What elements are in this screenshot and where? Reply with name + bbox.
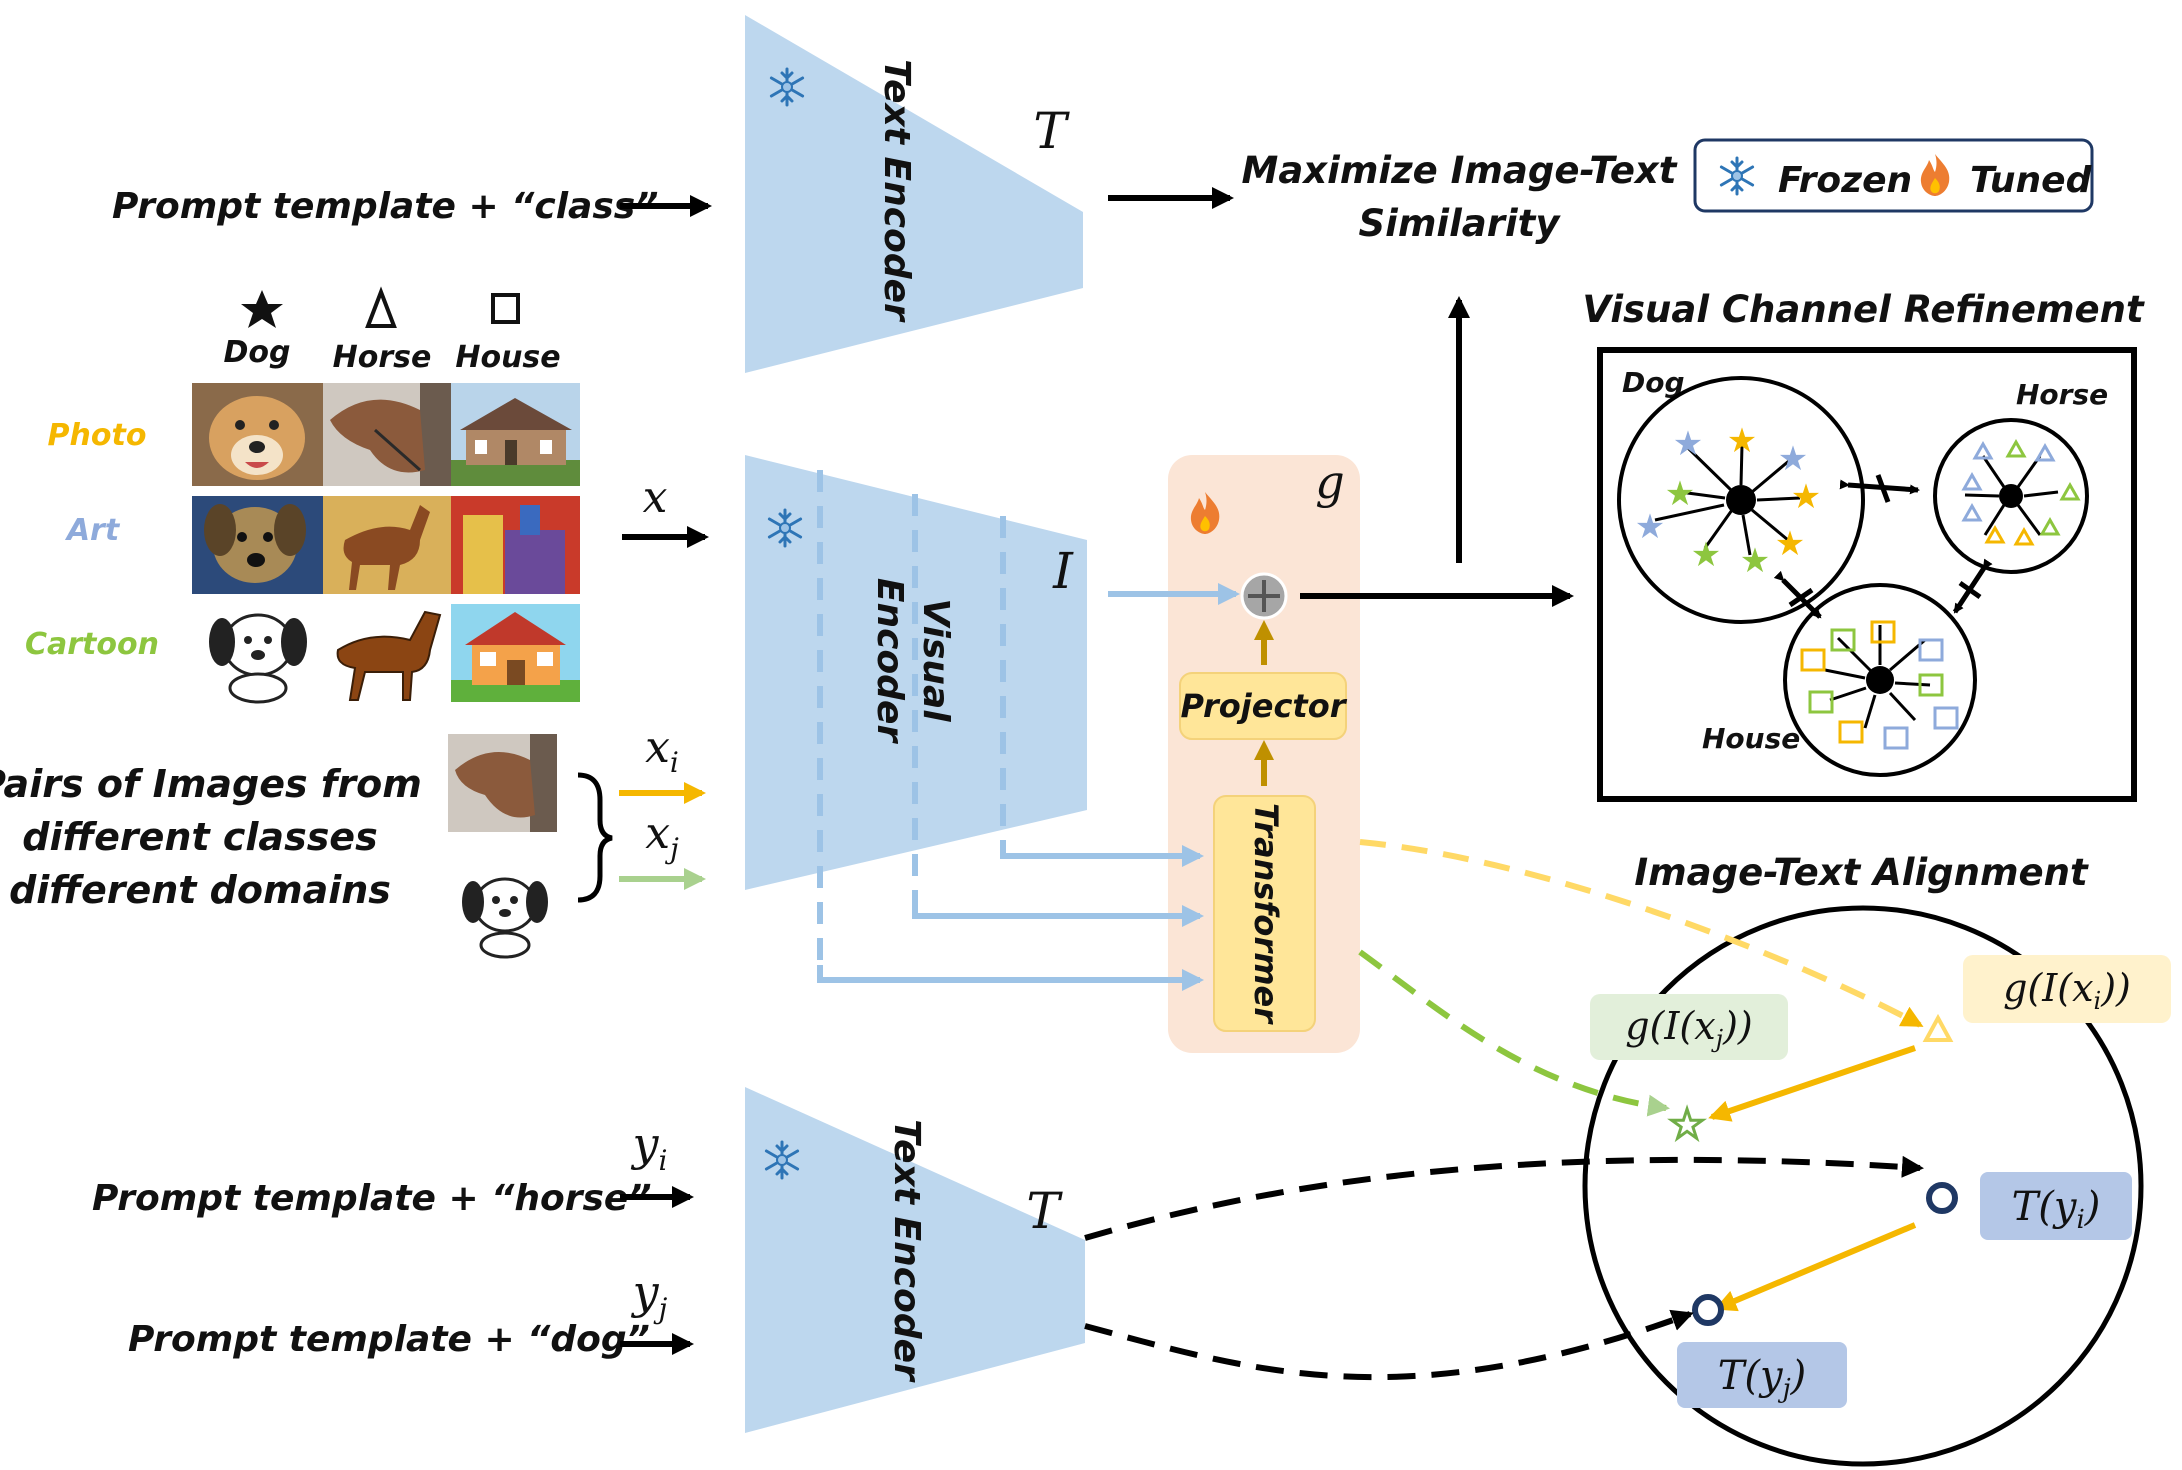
- cartoon-horse-image: [323, 604, 451, 702]
- photo-dog-image: [192, 383, 323, 486]
- visual-encoder-label-text: Encoder: [869, 578, 910, 744]
- vcr-repel-dog-house: [1773, 570, 1822, 619]
- xi-embedding-triangle: [1922, 1013, 1954, 1042]
- svg-text:★: ★: [1673, 424, 1703, 464]
- domain-label-art: Art: [65, 513, 121, 548]
- vcr-cluster-dog-label: Dog: [1622, 366, 1685, 399]
- pair-brace: [577, 772, 613, 903]
- visual-encoder-symbol: I: [1052, 542, 1074, 600]
- g-xi-label: g(I(xi)): [2003, 966, 2131, 1015]
- tap2-to-transformer-arrow: [912, 900, 1204, 927]
- ita-title: Image-Text Alignment: [1634, 851, 2089, 894]
- class-label-dog: Dog: [224, 335, 291, 370]
- svg-text:★: ★: [1791, 477, 1821, 517]
- pairs-line3: different domains: [9, 868, 391, 912]
- class-label-house: House: [455, 340, 560, 375]
- yj-symbol: yj: [631, 1265, 668, 1325]
- pairs-line2: different classes: [22, 815, 377, 859]
- svg-text:★: ★: [1740, 541, 1770, 581]
- horse-prompt-label: Prompt template + “horse”: [92, 1178, 652, 1219]
- art-house-image: [451, 496, 580, 594]
- svg-text:★: ★: [1691, 535, 1721, 575]
- input-xi-symbol: xi: [645, 722, 679, 779]
- projector-box: [1179, 672, 1347, 740]
- pair-horse-image: [448, 734, 557, 832]
- visual-encoder-label-visual: Visual: [915, 598, 956, 722]
- yi-text-node: [1926, 1182, 1958, 1214]
- class-label-horse: Horse: [333, 340, 432, 375]
- input-x-symbol: x: [643, 472, 668, 523]
- tap3-to-transformer-arrow: [1000, 842, 1204, 867]
- t-yj-label: T(yj): [1718, 1353, 1807, 1404]
- legend-frozen: Frozen: [1778, 160, 1912, 201]
- dog-prompt-label: Prompt template + “dog”: [128, 1319, 650, 1360]
- top-text-encoder-symbol: T: [1033, 102, 1070, 160]
- transformer-label: Transformer: [1247, 803, 1285, 1025]
- pairs-line1: Pairs of Images from: [0, 762, 422, 806]
- vcr-repel-dog-horse: [1839, 474, 1920, 503]
- photo-house-image: [451, 383, 580, 486]
- g-xj-box: [1590, 994, 1788, 1060]
- bottom-text-encoder-symbol: T: [1026, 1182, 1063, 1240]
- transformer-box: [1213, 795, 1316, 1032]
- legend-box: [1693, 138, 2094, 213]
- svg-text:★: ★: [1727, 421, 1757, 461]
- t-yj-box: [1677, 1342, 1847, 1408]
- projector-label: Projector: [1181, 687, 1348, 725]
- input-xj-symbol: xj: [645, 808, 679, 865]
- yj-text-node: [1692, 1294, 1724, 1326]
- tap1-to-transformer-arrow: [817, 965, 1204, 991]
- top-text-encoder: [745, 15, 1083, 373]
- triangle-icon: [365, 286, 397, 328]
- vcr-cluster-horse-label: Horse: [2016, 378, 2108, 411]
- class-header-horse: Horse: [333, 286, 432, 375]
- t-yi-label: T(yi): [2012, 1184, 2101, 1235]
- svg-text:★: ★: [1778, 439, 1808, 479]
- art-horse-image: [323, 496, 451, 594]
- svg-text:★: ★: [1665, 474, 1695, 514]
- vcr-dog-cluster: ★ ★ ★ ★ ★ ★ ★ ★ ★: [1617, 376, 1865, 624]
- svg-text:★: ★: [1635, 507, 1665, 547]
- xi-to-xj-align-arrow: [1708, 1045, 1916, 1122]
- xi-projection-path: [1359, 839, 1924, 1028]
- vcr-title: Visual Channel Refinement: [1582, 288, 2145, 331]
- class-header-house: House: [455, 293, 561, 375]
- t-yi-projection-path: [1084, 1155, 1924, 1241]
- class-header-dog: Dog: [224, 290, 291, 370]
- vcr-repel-horse-house: [1952, 558, 1993, 614]
- domain-label-cartoon: Cartoon: [25, 627, 159, 662]
- cartoon-dog-image: [192, 604, 323, 704]
- legend-tuned: Tuned: [1970, 160, 2093, 201]
- cartoon-house-image: [451, 604, 580, 702]
- g-xj-label: g(I(xj)): [1625, 1004, 1753, 1053]
- vcr-house-cluster: [1783, 583, 1977, 777]
- g-module-symbol: g: [1315, 455, 1344, 509]
- yi-symbol: yi: [631, 1117, 668, 1177]
- xj-projection-path: [1358, 949, 1670, 1117]
- art-dog-image: [192, 496, 323, 594]
- t-yj-projection-path: [1084, 1309, 1694, 1381]
- yi-to-yj-align-arrow: [1714, 1222, 1917, 1312]
- bottom-text-encoder: [745, 1087, 1085, 1433]
- pair-dog-image: [448, 866, 557, 963]
- vcr-horse-cluster: [1933, 418, 2089, 574]
- vcr-cluster-house-label: House: [1702, 722, 1800, 755]
- star-icon: [241, 290, 283, 328]
- domain-label-photo: Photo: [48, 418, 147, 453]
- square-icon: [491, 293, 520, 324]
- t-yi-box: [1980, 1172, 2132, 1240]
- xj-embedding-star: ★: [1669, 1102, 1705, 1148]
- g-xi-box: [1963, 955, 2171, 1023]
- top-prompt-label: Prompt template + “class”: [112, 186, 658, 227]
- maximize-line2: Similarity: [1359, 202, 1562, 245]
- maximize-line1: Maximize Image-Text: [1242, 149, 1678, 192]
- photo-horse-image: [323, 383, 451, 486]
- top-text-encoder-label: Text Encoder: [876, 59, 917, 323]
- bottom-text-encoder-label: Text Encoder: [886, 1119, 927, 1383]
- svg-text:★: ★: [1775, 524, 1805, 564]
